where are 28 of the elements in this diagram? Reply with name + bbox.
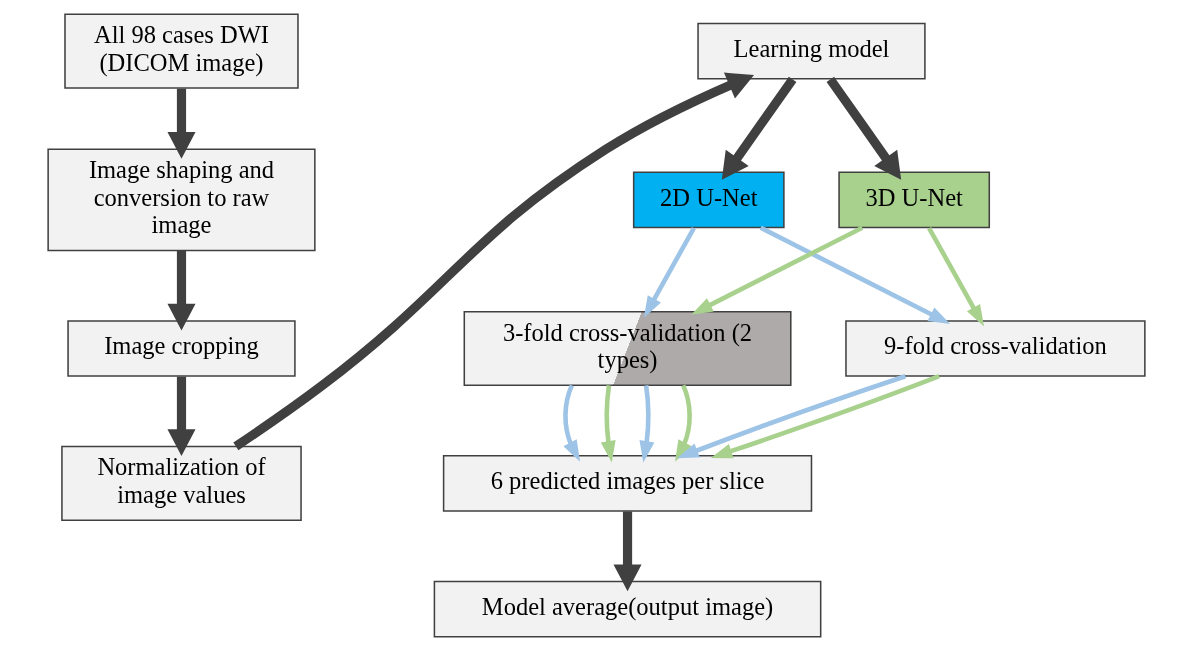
node-box: Learning model [696, 22, 926, 80]
arrow [613, 511, 642, 592]
arrow [721, 76, 796, 180]
arrow [710, 374, 940, 459]
arrow [600, 385, 616, 463]
node-box: All 98 cases DWI (DICOM image) [63, 13, 299, 89]
arrow [166, 88, 196, 159]
node-box: 3-fold cross-validation (2 types) [463, 310, 792, 387]
node-box: 6 predicted images per slice [442, 455, 812, 512]
node-box: 3D U-Net [837, 171, 990, 229]
arrow [676, 374, 906, 459]
arrow [562, 384, 580, 462]
arrow [759, 225, 950, 324]
arrow [232, 72, 754, 451]
arrow [166, 250, 196, 331]
arrow [690, 225, 863, 315]
arrow [166, 376, 196, 457]
node-box: Model average(output image) [433, 580, 821, 638]
arrow [826, 76, 901, 180]
node-box: Normalization of image values [60, 445, 302, 521]
arrow [643, 226, 696, 318]
node-box: 9-fold cross-validation [844, 320, 1146, 377]
node-box: 2D U-Net [632, 171, 785, 229]
arrow [638, 385, 654, 463]
node-box: Image cropping [66, 320, 296, 377]
arrow [926, 226, 984, 327]
arrow [674, 384, 692, 462]
node-box: Image shaping and conversion to raw image [46, 148, 316, 252]
